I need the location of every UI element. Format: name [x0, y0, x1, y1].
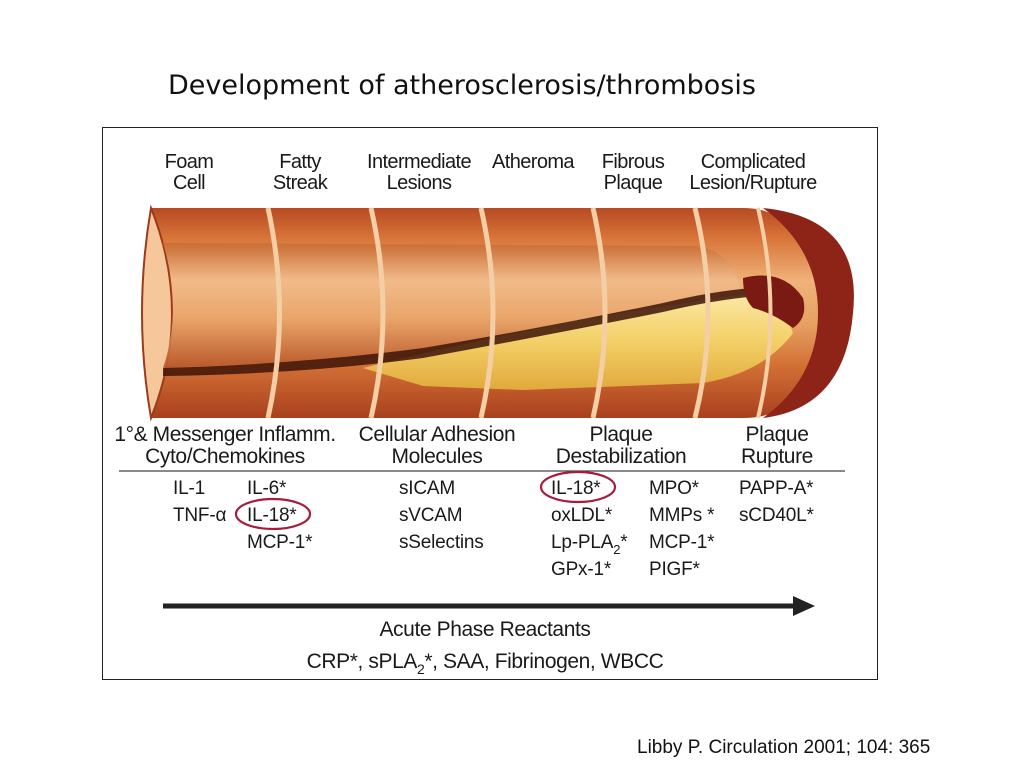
marker-sicam: sICAM: [399, 478, 455, 499]
vessel-lesion-crust: [163, 288, 758, 376]
marker-scd40l: sCD40L*: [739, 505, 814, 526]
marker-il-18-destab: IL-18*: [551, 478, 601, 499]
marker-lp-pla2-base: Lp-PLA: [551, 532, 614, 553]
vessel-rupture-thrombus: [743, 275, 805, 328]
stage-fibrous-plaque-line2: Plaque: [604, 172, 663, 194]
marker-mpo: MPO*: [649, 478, 700, 499]
marker-il-6: IL-6*: [247, 478, 287, 499]
marker-oxldl: oxLDL*: [551, 505, 613, 526]
stage-headers: Foam Cell Fatty Streak Intermediate Lesi…: [165, 151, 818, 194]
marker-lp-pla2-subscript: 2: [613, 542, 620, 557]
vessel-ring-1: [265, 207, 282, 419]
acute-phase-list-subscript: 2: [417, 661, 425, 677]
marker-il-1: IL-1: [173, 478, 205, 499]
category-rupture-line1: Plaque: [746, 423, 809, 446]
marker-mcp-1-destab: MCP-1*: [649, 532, 715, 553]
il-18-highlight-circle-destab: [539, 470, 617, 504]
marker-lp-pla2: Lp-PLA2*: [551, 532, 628, 557]
vessel-ring-3: [478, 207, 496, 419]
arrow-head: [793, 596, 815, 616]
marker-gpx-1: GPx-1*: [551, 559, 612, 580]
category-inflamm-line2: Cyto/Chemokines: [145, 445, 305, 468]
stage-intermediate-line1: Intermediate: [367, 151, 471, 173]
acute-phase-title: Acute Phase Reactants: [379, 618, 590, 641]
marker-lp-pla2-star: *: [620, 532, 628, 553]
category-rupture-line2: Rupture: [741, 445, 813, 468]
vessel-plaque: [363, 293, 793, 390]
figure-canvas: Foam Cell Fatty Streak Intermediate Lesi…: [114, 151, 854, 677]
marker-pigf: PIGF*: [649, 559, 701, 580]
marker-svcam: sVCAM: [399, 505, 462, 526]
marker-il-18-early: IL-18*: [247, 505, 297, 526]
stage-atheroma: Atheroma: [492, 151, 575, 173]
marker-lists: IL-1 TNF-α IL-6* IL-18* MCP-1* sICAM sVC…: [173, 478, 815, 580]
il-18-highlight-circle-early: [234, 497, 312, 531]
stage-fatty-streak-line2: Streak: [273, 172, 329, 194]
category-adhesion-line1: Cellular Adhesion: [359, 423, 516, 446]
category-destab-line1: Plaque: [590, 423, 653, 446]
category-inflamm-line1: 1°& Messenger Inflamm.: [114, 423, 335, 446]
vessel-ring-5: [692, 207, 711, 419]
acute-phase-list-suffix: *, SAA, Fibrinogen, WBCC: [424, 650, 663, 673]
acute-phase-list: CRP*, sPLA2*, SAA, Fibrinogen, WBCC: [307, 650, 664, 677]
acute-phase-arrow: [163, 596, 815, 616]
vessel-right-cap: [763, 208, 854, 418]
stage-complicated-line1: Complicated: [701, 151, 806, 173]
slide-title: Development of atherosclerosis/thrombosi…: [168, 70, 756, 101]
stage-fatty-streak-line1: Fatty: [279, 151, 321, 173]
stage-foam-cell-line2: Cell: [173, 172, 205, 194]
marker-tnf-alpha: TNF-α: [173, 505, 226, 526]
vessel-illustration: [141, 204, 854, 422]
stage-fibrous-plaque-line1: Fibrous: [602, 151, 665, 173]
acute-phase-list-prefix: CRP*, sPLA: [307, 650, 418, 673]
category-adhesion-line2: Molecules: [392, 445, 483, 468]
marker-papp-a: PAPP-A*: [739, 478, 814, 499]
marker-mmps: MMPs *: [649, 505, 715, 526]
atherosclerosis-figure: Foam Cell Fatty Streak Intermediate Lesi…: [102, 127, 878, 680]
stage-intermediate-line2: Lesions: [387, 172, 452, 194]
stage-complicated-line2: Lesion/Rupture: [689, 172, 817, 194]
stage-foam-cell-line1: Foam: [165, 151, 214, 173]
marker-sselectins: sSelectins: [399, 532, 484, 553]
category-labels: 1°& Messenger Inflamm. Cyto/Chemokines C…: [114, 423, 813, 468]
vessel-ring-6: [756, 207, 773, 419]
category-destab-line2: Destabilization: [556, 445, 687, 468]
vessel-ring-4: [590, 207, 608, 419]
vessel-ring-2: [368, 207, 386, 419]
citation: Libby P. Circulation 2001; 104: 365: [637, 737, 931, 758]
marker-mcp-1-early: MCP-1*: [247, 532, 313, 553]
